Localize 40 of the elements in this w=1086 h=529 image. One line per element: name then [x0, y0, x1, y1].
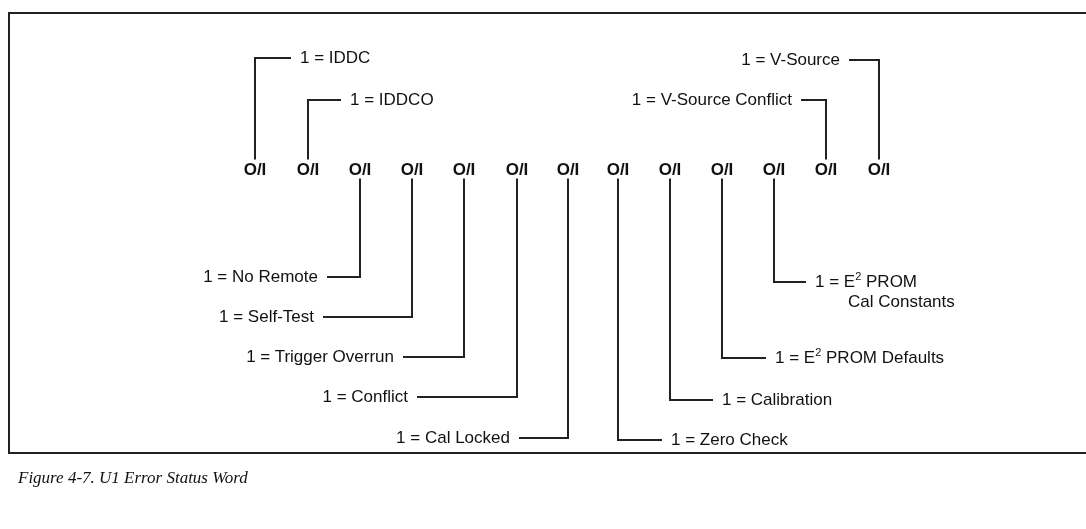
bit-label: O/I — [814, 160, 838, 178]
bit-label: O/I — [243, 160, 267, 178]
leader-line — [848, 59, 880, 161]
bit-label: O/I — [400, 160, 424, 178]
bit-description: 1 = Trigger Overrun — [237, 347, 403, 367]
bit-description: 1 = E$^{2}$ PROM Defaults — [766, 348, 954, 368]
leader-line — [322, 177, 413, 318]
bit-label: O/I — [505, 160, 529, 178]
bit-label: O/I — [556, 160, 580, 178]
bit-label: O/I — [348, 160, 372, 178]
leader-line — [721, 177, 767, 359]
bit-description: 1 = No Remote — [194, 267, 327, 287]
bit-label: O/I — [658, 160, 682, 178]
leader-line — [416, 177, 518, 398]
leader-line — [254, 57, 292, 161]
leader-line — [773, 177, 807, 283]
bit-label: O/I — [867, 160, 891, 178]
bit-label: O/I — [606, 160, 630, 178]
leader-line — [669, 177, 714, 401]
leader-line — [402, 177, 465, 358]
bit-description: 1 = E$^{2}$ PROM Cal Constants — [806, 272, 964, 312]
leader-line — [518, 177, 569, 439]
bit-description: 1 = V-Source — [732, 50, 849, 70]
leader-line — [326, 177, 361, 278]
leader-line — [800, 99, 827, 161]
bit-description: 1 = IDDCO — [341, 90, 443, 110]
bit-label: O/I — [452, 160, 476, 178]
figure-caption: Figure 4-7. U1 Error Status Word — [18, 468, 248, 488]
bit-description: 1 = Self-Test — [210, 307, 323, 327]
bit-label: O/I — [762, 160, 786, 178]
bit-label: O/I — [296, 160, 320, 178]
leader-line — [617, 177, 663, 441]
bit-description: 1 = V-Source Conflict — [622, 90, 801, 110]
leader-line — [307, 99, 342, 161]
bit-description: 1 = IDDC — [291, 48, 380, 68]
bit-label: O/I — [710, 160, 734, 178]
bit-description: 1 = Calibration — [713, 390, 842, 410]
bit-description: 1 = Conflict — [313, 387, 417, 407]
bit-description: 1 = Zero Check — [662, 430, 797, 450]
bit-description: 1 = Cal Locked — [387, 428, 519, 448]
